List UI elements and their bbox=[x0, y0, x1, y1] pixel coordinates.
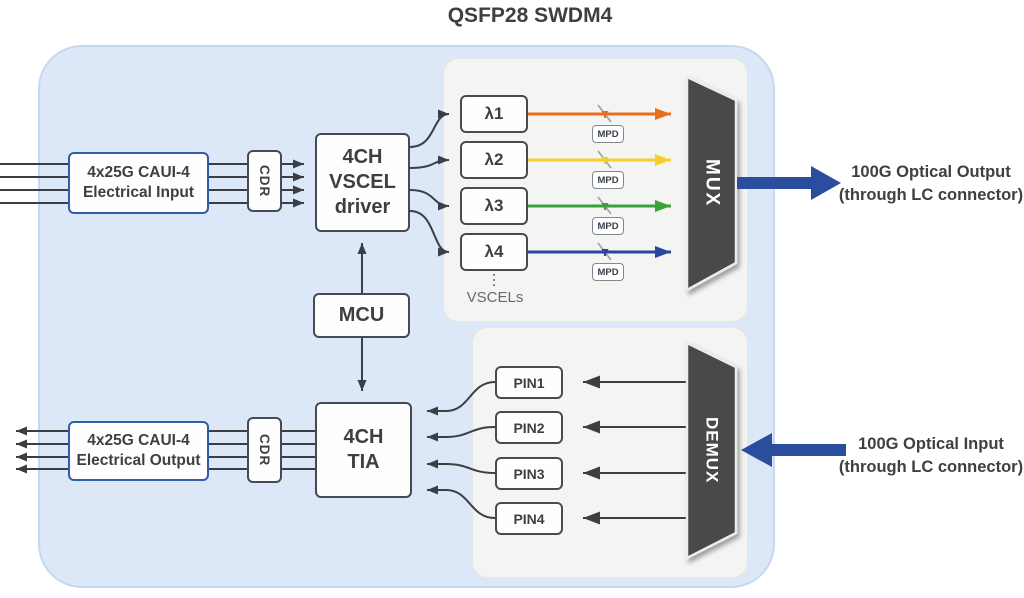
optical-output-line2: (through LC connector) bbox=[838, 186, 1024, 204]
optical-output-line1: 100G Optical Output bbox=[851, 163, 1011, 181]
optical-input-arrow bbox=[741, 433, 846, 467]
mpd4-box: MPD bbox=[592, 263, 624, 281]
caui4-input-line1: 4x25G CAUI-4 bbox=[87, 164, 190, 181]
laser-lambda4-box: λ4 bbox=[460, 233, 528, 271]
cdr-tx-box: CDR bbox=[247, 150, 282, 212]
caui4-output-line2: Electrical Output bbox=[76, 452, 201, 469]
cdr-rx-box: CDR bbox=[247, 417, 282, 483]
mcu-box: MCU bbox=[313, 293, 410, 338]
pin4-box: PIN4 bbox=[495, 502, 563, 535]
vscel-driver-box: 4CH VSCEL driver bbox=[315, 133, 410, 232]
caui4-input-line2: Electrical Input bbox=[82, 184, 195, 201]
mux-label: MUX bbox=[701, 159, 723, 208]
demux-to-pin-lines bbox=[583, 375, 687, 525]
mpd3-box: MPD bbox=[592, 217, 624, 235]
tia-box: 4CH TIA bbox=[315, 402, 412, 498]
mux-block bbox=[685, 75, 738, 293]
pin1-box: PIN1 bbox=[495, 366, 563, 399]
tia-line2: TIA bbox=[347, 451, 380, 473]
optical-output-label: 100G Optical Output (through LC connecto… bbox=[838, 161, 1024, 207]
pin3-box: PIN3 bbox=[495, 457, 563, 490]
demux-block bbox=[685, 340, 738, 561]
driver-line3: driver bbox=[334, 196, 391, 218]
laser-lambda1-box: λ1 bbox=[460, 95, 528, 133]
caui4-electrical-input-box: 4x25G CAUI-4 Electrical Input bbox=[68, 152, 209, 214]
laser-to-mux-lines bbox=[528, 108, 671, 258]
optical-output-arrow bbox=[737, 166, 841, 200]
optical-input-line1: 100G Optical Input bbox=[858, 435, 1004, 453]
laser-lambda3-box: λ3 bbox=[460, 187, 528, 225]
mpd-tap-lines bbox=[597, 104, 612, 261]
caui4-output-line1: 4x25G CAUI-4 bbox=[87, 432, 190, 449]
tia-line1: 4CH bbox=[343, 426, 384, 448]
pin2-box: PIN2 bbox=[495, 411, 563, 444]
pin-to-tia-lines bbox=[427, 381, 496, 519]
diagram-title: QSFP28 SWDM4 bbox=[447, 4, 613, 27]
mpd2-box: MPD bbox=[592, 171, 624, 189]
laser-lambda2-box: λ2 bbox=[460, 141, 528, 179]
caui4-electrical-output-box: 4x25G CAUI-4 Electrical Output bbox=[68, 421, 209, 481]
demux-label: DEMUX bbox=[702, 417, 722, 484]
optical-input-label: 100G Optical Input (through LC connector… bbox=[838, 433, 1024, 479]
mpd1-box: MPD bbox=[592, 125, 624, 143]
driver-line2: VSCEL bbox=[329, 171, 396, 193]
vscels-caption: VSCELs bbox=[466, 289, 524, 306]
optical-input-line2: (through LC connector) bbox=[838, 458, 1024, 476]
driver-line1: 4CH bbox=[342, 146, 383, 168]
driver-to-laser-lines bbox=[409, 109, 450, 257]
